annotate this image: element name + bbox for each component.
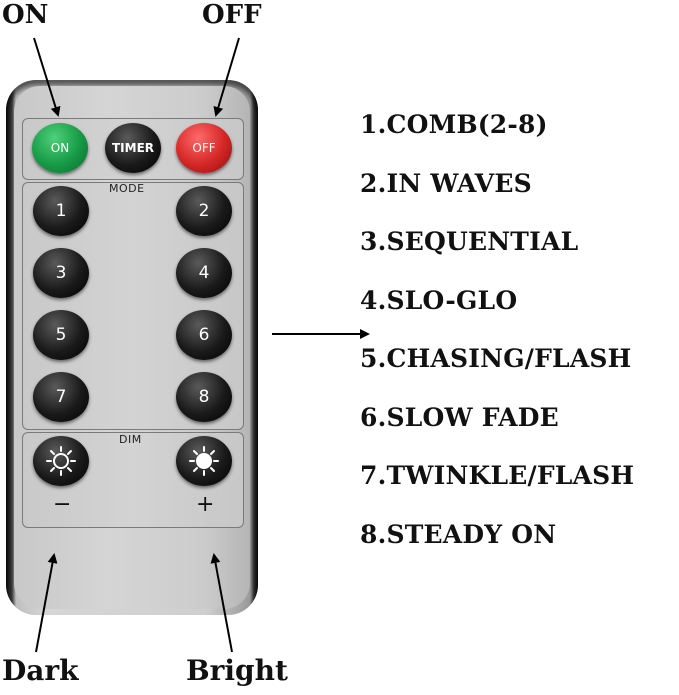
mode-5-label: 5 (55, 325, 67, 345)
dim-plus-sign: + (196, 492, 215, 517)
timer-button[interactable]: TIMER (105, 123, 161, 173)
mode-1-label: 1 (55, 201, 67, 221)
on-button[interactable]: ON (32, 123, 88, 173)
dim-down-button[interactable] (33, 436, 89, 486)
off-callout-label: OFF (202, 0, 262, 30)
mode-6-button[interactable]: 6 (176, 310, 232, 360)
mode-label: MODE (109, 182, 145, 195)
dim-minus-sign: − (53, 492, 72, 517)
mode-item: 4.SLO-GLO (360, 285, 518, 315)
off-arrow (213, 37, 240, 117)
dim-up-button[interactable] (176, 436, 232, 486)
sun-icon (46, 446, 76, 476)
mode-3-label: 3 (55, 263, 67, 283)
mode-item: 1.COMB(2-8) (360, 110, 548, 139)
mode-item: 5.CHASING/FLASH (360, 344, 632, 373)
off-button[interactable]: OFF (176, 123, 232, 173)
mode-7-label: 7 (55, 387, 67, 407)
mode-item: 2.IN WAVES (360, 168, 532, 198)
on-callout-label: ON (2, 0, 49, 30)
mode-item: 6.SLOW FADE (360, 402, 559, 432)
mode-8-label: 8 (198, 387, 210, 407)
mode-list: 1.COMB(2-8) 2.IN WAVES 3.SEQUENTIAL 4.SL… (360, 110, 634, 578)
mode-item: 7.TWINKLE/FLASH (360, 461, 635, 490)
mode-item: 3.SEQUENTIAL (360, 227, 579, 256)
mode-item: 8.STEADY ON (360, 519, 557, 549)
bright-callout-label: Bright (186, 654, 288, 687)
mode-1-button[interactable]: 1 (33, 186, 89, 236)
dark-callout-label: Dark (2, 654, 79, 687)
mode-3-button[interactable]: 3 (33, 248, 89, 298)
off-button-label: OFF (192, 141, 216, 155)
mode-7-button[interactable]: 7 (33, 372, 89, 422)
mode-8-button[interactable]: 8 (176, 372, 232, 422)
mode-4-label: 4 (198, 263, 210, 283)
bright-arrow (210, 553, 233, 653)
timer-button-label: TIMER (111, 141, 155, 155)
mode-2-button[interactable]: 2 (176, 186, 232, 236)
mode-6-label: 6 (198, 325, 210, 345)
on-arrow (33, 37, 61, 117)
mode-4-button[interactable]: 4 (176, 248, 232, 298)
on-button-label: ON (50, 141, 70, 155)
dim-label: DIM (119, 433, 142, 446)
mode-2-label: 2 (198, 201, 210, 221)
dark-arrow (35, 553, 58, 653)
sun-bright-icon (189, 446, 219, 476)
mode-5-button[interactable]: 5 (33, 310, 89, 360)
